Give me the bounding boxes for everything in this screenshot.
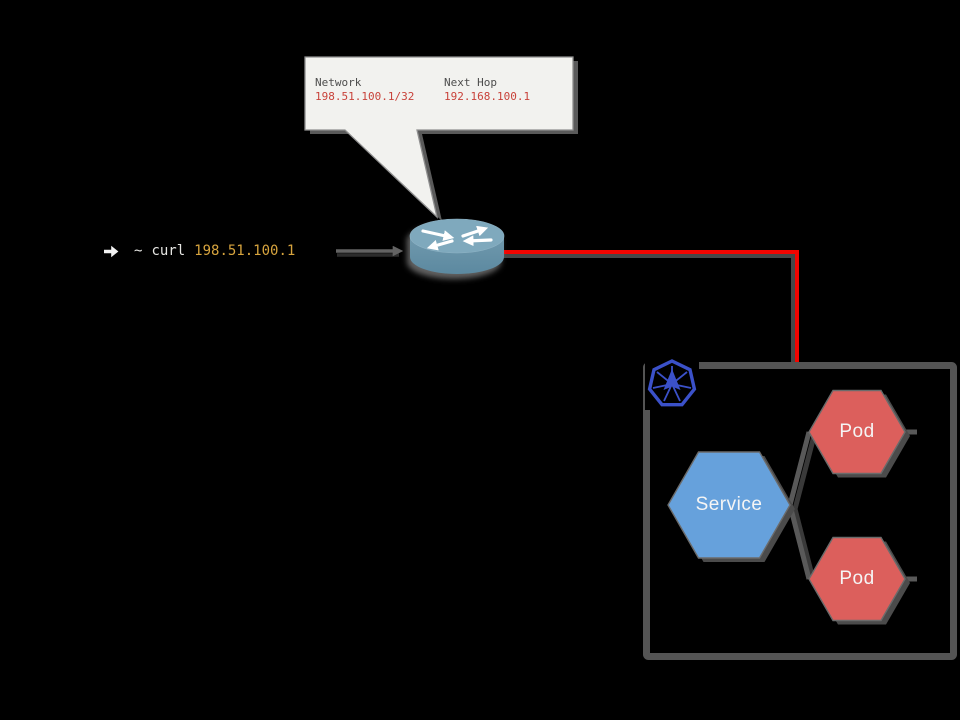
kubernetes-logo-icon — [645, 358, 699, 410]
terminal-command-line: ~ curl 198.51.100.1 — [104, 243, 295, 259]
route-nexthop-value: 192.168.100.1 — [444, 90, 531, 103]
terminal-path: ~ — [134, 243, 143, 259]
callout-bubble — [304, 56, 574, 219]
terminal-command: curl — [151, 243, 186, 259]
router-icon — [409, 218, 505, 274]
service-label: Service — [695, 494, 763, 515]
cluster-boundary — [643, 362, 957, 660]
route-network-label: Network — [315, 76, 362, 89]
service-hexagon — [667, 451, 791, 559]
pod-1-hexagon — [808, 389, 906, 475]
connector-shadows — [792, 435, 817, 584]
pod-2-hexagon — [808, 536, 906, 622]
prompt-arrow-icon — [104, 245, 119, 257]
route-network-value: 198.51.100.1/32 — [315, 90, 415, 103]
pod-2-label: Pod — [839, 568, 875, 589]
routed-link-shadow — [501, 254, 795, 364]
route-network-column: Network 198.51.100.1/32 — [315, 76, 444, 104]
routed-link — [504, 250, 799, 366]
route-nexthop-column: Next Hop 192.168.100.1 — [444, 76, 530, 104]
pod-1-label: Pod — [839, 421, 875, 442]
route-nexthop-label: Next Hop — [444, 76, 497, 89]
route-table-callout: Network 198.51.100.1/32 Next Hop 192.168… — [315, 76, 530, 104]
terminal-argument: 198.51.100.1 — [194, 243, 296, 259]
